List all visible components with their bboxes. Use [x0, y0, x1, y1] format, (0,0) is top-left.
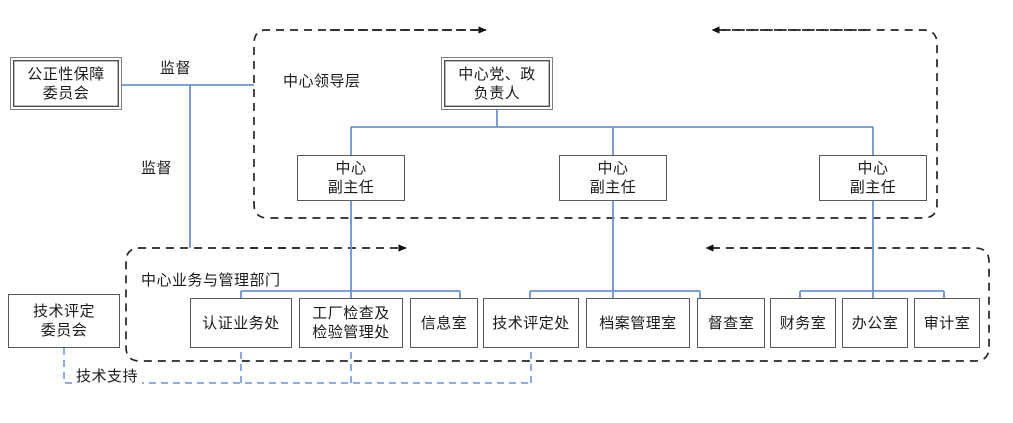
node-technical-committee[interactable]: 技术评定 委员会: [8, 294, 120, 348]
node-department-factory-inspection[interactable]: 工厂检查及 检验管理处: [299, 298, 403, 348]
node-department-archives-management[interactable]: 档案管理室: [586, 298, 690, 348]
node-deputy-director-3[interactable]: 中心 副主任: [819, 155, 927, 201]
relation-label-supervise-leadership: 监督: [156, 57, 196, 78]
department-connectors: [240, 201, 945, 298]
node-center-party-admin-head[interactable]: 中心党、政 负责人: [441, 57, 553, 110]
node-label: 审计室: [923, 313, 971, 332]
node-department-supervision-office[interactable]: 督查室: [697, 298, 765, 348]
node-label: 督查室: [707, 313, 755, 332]
node-label: 公正性保障 委员会: [27, 64, 105, 102]
node-label: 档案管理室: [599, 313, 677, 332]
node-deputy-director-2[interactable]: 中心 副主任: [559, 155, 667, 201]
node-label: 技术评定处: [492, 313, 570, 332]
node-deputy-director-1[interactable]: 中心 副主任: [297, 155, 405, 201]
node-label: 中心党、政 负责人: [458, 64, 536, 102]
node-label: 认证业务处: [202, 313, 280, 332]
leadership-zone-outline: [253, 29, 938, 219]
node-label: 中心 副主任: [849, 159, 897, 196]
zone-label-leadership: 中心领导层: [283, 72, 361, 90]
zone-label-departments: 中心业务与管理部门: [141, 271, 281, 289]
node-label: 信息室: [420, 313, 468, 332]
supervision-lines: [122, 84, 254, 248]
node-label: 技术评定 委员会: [32, 302, 95, 339]
node-department-finance-office[interactable]: 财务室: [770, 298, 836, 348]
node-department-information-office[interactable]: 信息室: [410, 298, 478, 348]
node-department-audit-office[interactable]: 审计室: [914, 298, 980, 348]
relation-label-supervise-departments: 监督: [137, 157, 177, 178]
node-department-certification-business[interactable]: 认证业务处: [190, 298, 292, 348]
node-label: 财务室: [779, 313, 827, 332]
leadership-connectors: [350, 110, 874, 155]
node-department-general-office[interactable]: 办公室: [842, 298, 908, 348]
node-label: 办公室: [851, 313, 899, 332]
node-department-technical-assessment[interactable]: 技术评定处: [483, 298, 579, 348]
node-label: 中心 副主任: [327, 159, 375, 196]
departments-zone-outline: [125, 247, 990, 362]
node-label: 中心 副主任: [589, 159, 637, 196]
relation-label-technical-support: 技术支持: [72, 365, 143, 386]
node-label: 工厂检查及 检验管理处: [312, 304, 390, 341]
node-impartiality-committee[interactable]: 公正性保障 委员会: [10, 57, 122, 110]
technical-support-lines: [63, 348, 532, 384]
